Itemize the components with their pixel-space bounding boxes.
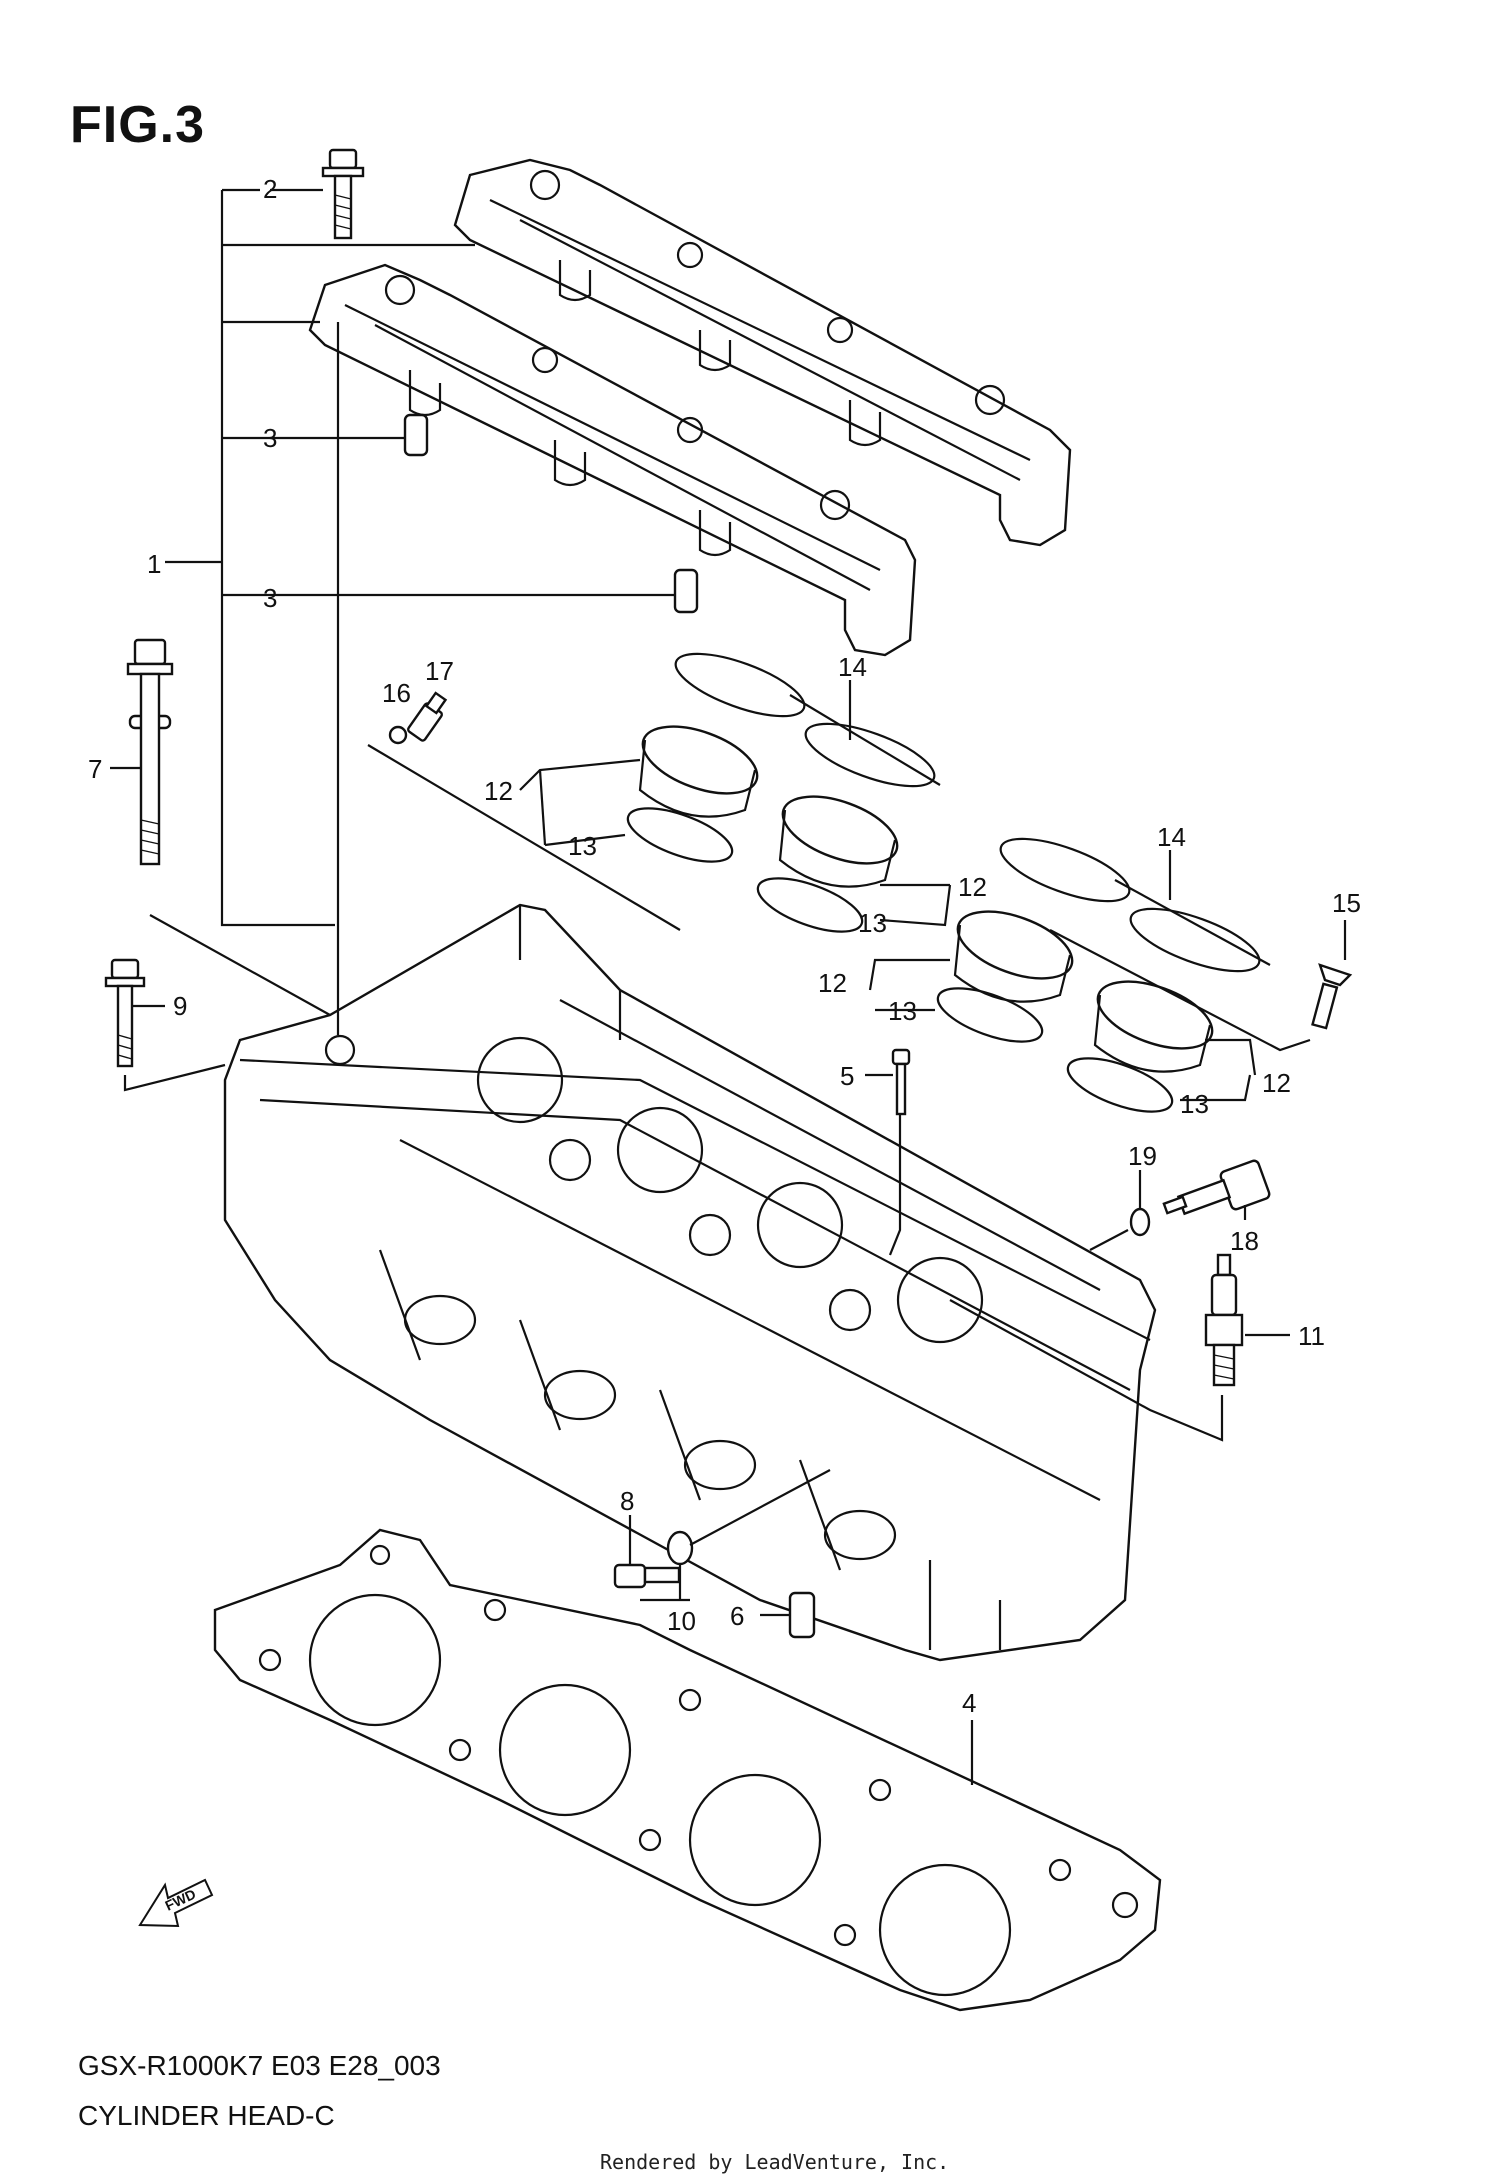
callout-11: 11 [1298,1321,1325,1351]
callout-13-d: 13 [1180,1089,1209,1119]
callout-3-lower: 3 [263,583,277,613]
render-credit: Rendered by LeadVenture, Inc. [600,2150,950,2174]
plug-part-4 [891,1048,911,1116]
spark-plug-part-11 [1204,1253,1244,1387]
callout-16: 16 [382,678,411,708]
callout-12-c: 12 [818,968,847,998]
fitting-part-17 [407,691,448,742]
callout-12-d: 12 [1262,1068,1291,1098]
dowel-pin-part-6 [788,1591,816,1639]
washer-part-16 [388,725,408,745]
temperature-sensor-part-18 [1162,1159,1271,1216]
callout-10: 10 [667,1606,696,1636]
clamp-part-14 [674,652,1271,973]
callout-4: 5 [840,1061,854,1091]
callout-8: 8 [620,1486,634,1516]
camshaft-holder-upper [453,158,1072,547]
model-code: GSX-R1000K7 E03 E28_003 [78,2050,441,2081]
bolt-part-9 [104,958,146,1068]
bolt-part-7 [126,638,174,866]
callout-12-a: 12 [484,776,513,806]
callout-5: 4 [962,1688,976,1718]
o-ring-part-13 [626,807,1174,1113]
callout-7: 7 [88,754,102,784]
camshaft-holder-lower [308,263,917,657]
dowel-pin-part-3-lower [673,568,699,614]
washer-part-10 [666,1530,694,1566]
callout-13-a: 13 [568,831,597,861]
o-ring-part-19 [1129,1207,1151,1237]
callout-12-b: 12 [958,872,987,902]
callout-1: 1 [147,549,161,579]
callout-14-lower: 14 [1157,822,1186,852]
cylinder-head-part-1 [223,903,1157,1662]
callout-18: 18 [1230,1226,1259,1256]
callout-13-b: 13 [858,908,887,938]
callout-6: 6 [730,1601,744,1631]
part-name: CYLINDER HEAD-C [78,2100,335,2131]
callout-labels: 2 3 3 1 7 9 16 17 14 14 15 12 13 12 13 1… [88,174,1361,1718]
callout-9: 9 [173,991,187,1021]
intake-pipe-part-12 [638,725,1214,1073]
callout-13-c: 13 [888,996,917,1026]
callout-15: 15 [1332,888,1361,918]
bolt-part-8 [613,1563,681,1589]
callout-2: 2 [263,174,277,204]
callout-3-upper: 3 [263,423,277,453]
figure-title: FIG.3 [70,96,206,154]
callout-19: 19 [1128,1141,1157,1171]
head-gasket-part-5 [213,1528,1162,2012]
leader-lines [110,188,1347,1785]
callout-14-upper: 14 [838,652,867,682]
bolt-part-2 [321,148,365,240]
forward-direction-indicator: FWD [138,1878,214,1928]
callout-17: 17 [425,656,454,686]
dowel-pin-part-3-upper [403,413,429,457]
screw-part-15 [1311,963,1353,1030]
